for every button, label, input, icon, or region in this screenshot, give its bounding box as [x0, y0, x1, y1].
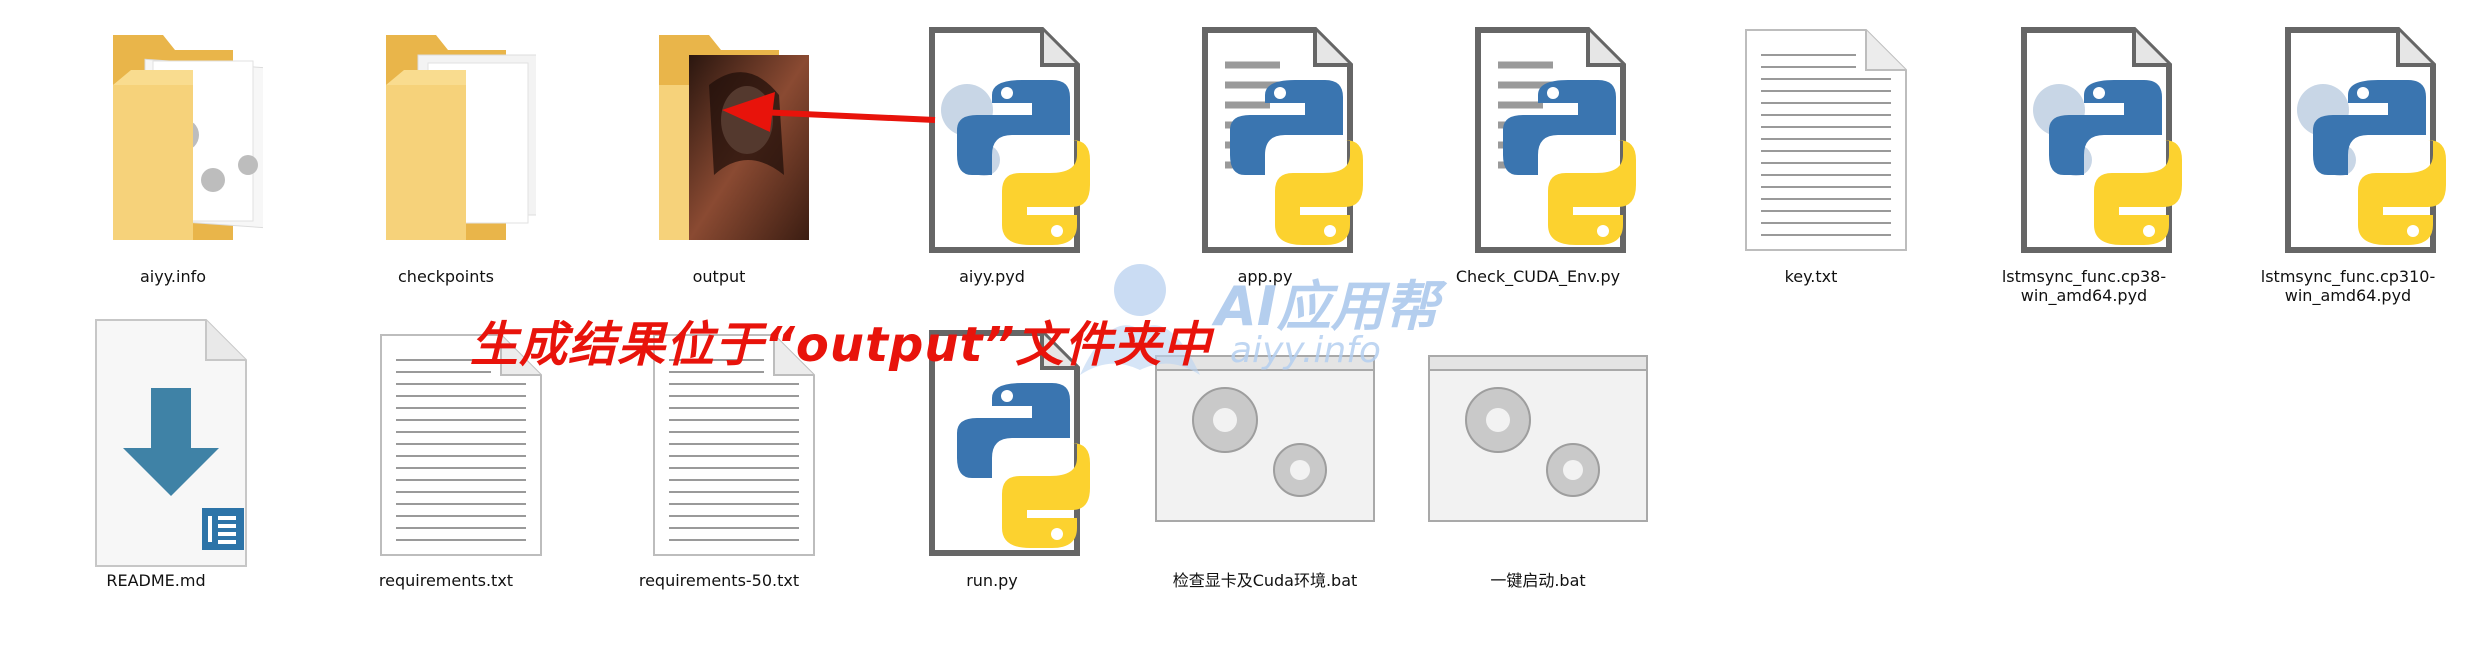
file-label: requirements.txt: [378, 571, 514, 590]
python-compiled-icon: [2021, 27, 2182, 253]
file-item-lstmsync-cp310[interactable]: lstmsync_func.cp310-win_amd64.pyd: [2212, 25, 2484, 305]
text-file-icon: [380, 334, 542, 556]
text-file-icon: [653, 334, 815, 556]
file-label: requirements-50.txt: [638, 571, 800, 590]
file-label: Check_CUDA_Env.py: [1455, 267, 1621, 286]
python-compiled-icon: [2285, 27, 2446, 253]
watermark-subtitle: aiyy.info: [1230, 330, 1381, 371]
file-item-readme[interactable]: README.md: [20, 318, 292, 593]
annotation-text: 生成结果位于“output”文件夹中: [470, 317, 1212, 373]
file-label: lstmsync_func.cp38-win_amd64.pyd: [2001, 267, 2167, 305]
watermark-title: AI应用帮: [1215, 275, 1439, 338]
python-script-icon: [1475, 27, 1636, 253]
python-compiled-icon: [929, 27, 1090, 253]
file-label: aiyy.pyd: [959, 267, 1025, 286]
file-item-checkpoints[interactable]: checkpoints: [310, 25, 582, 290]
file-label: 检查显卡及Cuda环境.bat: [1172, 571, 1358, 590]
markdown-file-icon: [95, 319, 247, 567]
python-script-icon: [1202, 27, 1363, 253]
file-label: key.txt: [1784, 267, 1838, 286]
file-label: checkpoints: [398, 267, 494, 286]
text-file-icon: [1745, 29, 1907, 251]
folder-photo-icon: [659, 35, 809, 240]
python-script-icon: [929, 330, 1090, 556]
batch-file-icon: [1155, 355, 1375, 522]
file-item-one-click-start-bat[interactable]: 一键启动.bat: [1402, 350, 1674, 595]
file-label: lstmsync_func.cp310-win_amd64.pyd: [2260, 267, 2436, 305]
file-item-lstmsync-cp38[interactable]: lstmsync_func.cp38-win_amd64.pyd: [1948, 25, 2220, 305]
file-label: app.py: [1237, 267, 1293, 286]
folder-icon: [386, 35, 536, 240]
file-item-requirements[interactable]: requirements.txt: [310, 330, 582, 595]
file-item-app-py[interactable]: app.py: [1129, 25, 1401, 290]
file-label: output: [692, 267, 746, 286]
file-label: README.md: [106, 571, 206, 590]
file-item-key-txt[interactable]: key.txt: [1675, 25, 1947, 290]
file-label: 一键启动.bat: [1490, 571, 1586, 590]
folder-icon: [113, 35, 263, 240]
file-item-aiyy-info[interactable]: aiyy.info: [37, 25, 309, 290]
file-item-output[interactable]: output: [583, 25, 855, 290]
file-label: run.py: [966, 571, 1018, 590]
file-item-check-gpu-bat[interactable]: 检查显卡及Cuda环境.bat: [1129, 350, 1401, 595]
file-item-requirements-50[interactable]: requirements-50.txt: [583, 330, 855, 595]
file-item-aiyy-pyd[interactable]: aiyy.pyd: [856, 25, 1128, 290]
file-item-check-cuda-env[interactable]: Check_CUDA_Env.py: [1402, 25, 1674, 290]
file-label: aiyy.info: [140, 267, 206, 286]
batch-file-icon: [1428, 355, 1648, 522]
file-item-run-py[interactable]: run.py: [856, 328, 1128, 593]
